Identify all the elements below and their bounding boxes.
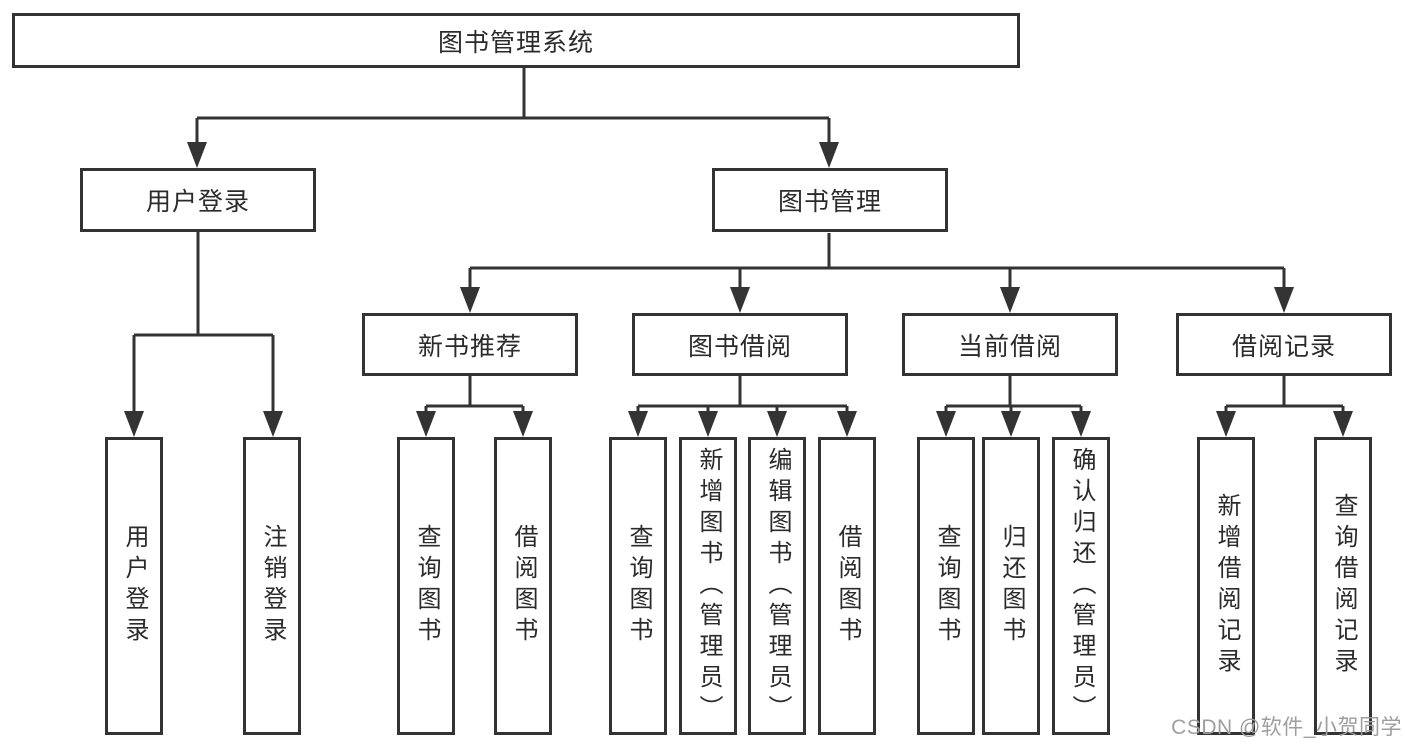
leaf-edit-book-admin-label: 编辑图书（管理员） [764,446,791,726]
leaf-query-borrow-record: 查询借阅记录 [1314,437,1372,735]
node-library-system-label: 图书管理系统 [437,28,594,57]
leaf-query-book-recommend-label: 查询图书 [413,524,440,648]
node-borrow-records-label: 借阅记录 [1231,332,1336,361]
leaf-borrow-book-recommend-label: 借阅图书 [510,524,537,648]
leaf-confirm-return-admin-label: 确认归还（管理员） [1068,446,1095,726]
leaf-add-book-admin: 新增图书（管理员） [679,437,737,735]
leaf-borrow-book-label: 借阅图书 [834,524,861,648]
connector-newbook-to-leaves [424,376,525,415]
leaf-return-book-label: 归还图书 [998,524,1025,648]
leaf-edit-book-admin: 编辑图书（管理员） [748,437,806,735]
leaf-add-book-admin-label: 新增图书（管理员） [695,446,722,726]
connector-currentborrow-to-leaves [944,376,1083,415]
node-current-borrow: 当前借阅 [902,313,1118,376]
leaf-query-book-borrow-label: 查询图书 [625,524,652,648]
leaf-user-login: 用户登录 [105,437,163,735]
csdn-watermark: CSDN @软件_小贺同学 [1171,716,1402,739]
leaf-logout: 注销登录 [243,437,301,735]
connector-bookborrow-to-leaves [636,376,849,415]
leaf-user-login-label: 用户登录 [121,524,148,648]
leaf-query-book-current-label: 查询图书 [933,524,960,648]
node-library-system: 图书管理系统 [12,13,1020,68]
leaf-query-book-recommend: 查询图书 [397,437,455,735]
connector-root-to-level2 [195,68,831,146]
node-book-borrow-label: 图书借阅 [687,332,792,361]
leaf-borrow-book-recommend: 借阅图书 [494,437,552,735]
leaf-confirm-return-admin: 确认归还（管理员） [1052,437,1110,735]
leaf-query-borrow-record-label: 查询借阅记录 [1330,493,1357,679]
leaf-query-book-borrow: 查询图书 [609,437,667,735]
node-user-login-label: 用户登录 [145,188,250,216]
connector-userlogin-to-leaves [132,232,275,415]
leaf-query-book-current: 查询图书 [917,437,975,735]
node-book-borrow: 图书借阅 [632,313,848,376]
connector-bookmgmt-to-level3 [468,233,1286,291]
node-user-login: 用户登录 [80,168,316,232]
connector-borrowrecords-to-leaves [1224,376,1345,415]
leaf-logout-label: 注销登录 [259,524,286,648]
leaf-return-book: 归还图书 [982,437,1040,735]
leaf-add-borrow-record: 新增借阅记录 [1197,437,1255,735]
node-new-book-recommend-label: 新书推荐 [417,332,522,361]
node-book-management-label: 图书管理 [777,188,882,216]
node-book-management: 图书管理 [712,168,948,232]
node-borrow-records: 借阅记录 [1176,313,1392,376]
node-new-book-recommend: 新书推荐 [362,313,578,376]
leaf-add-borrow-record-label: 新增借阅记录 [1213,493,1240,679]
node-current-borrow-label: 当前借阅 [957,332,1062,361]
leaf-borrow-book: 借阅图书 [818,437,876,735]
